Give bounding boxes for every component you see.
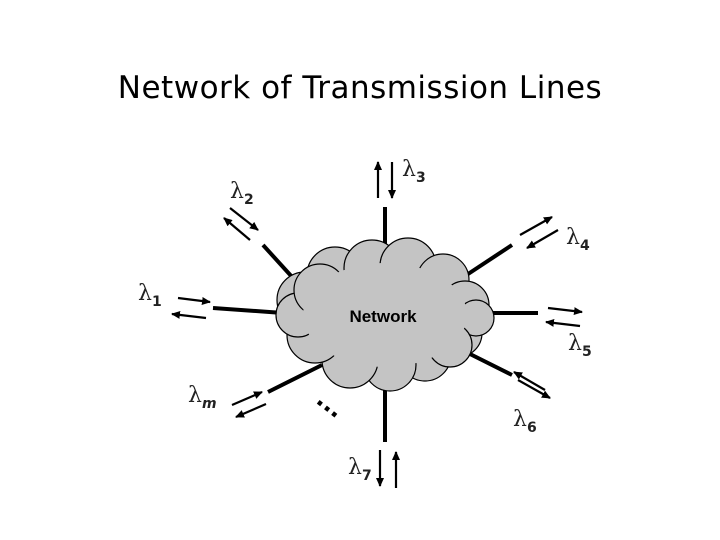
port-label-2: λ2 (230, 179, 254, 208)
arrow-4-out (526, 229, 559, 249)
port-labels: λ1 λ2 λ3 λ4 λ5 λ6 λ7 λm (138, 157, 592, 484)
port-label-1: λ1 (138, 281, 162, 310)
port-label-m: λm (188, 383, 217, 412)
arrow-6-out (513, 371, 546, 391)
arrow-1-out (171, 310, 207, 320)
line-2 (261, 243, 295, 280)
ellipsis: ... (311, 385, 350, 424)
arrow-6-in (517, 379, 551, 399)
line-m (267, 363, 323, 394)
network-cloud (275, 237, 495, 392)
network-label: Network (349, 307, 417, 326)
arrow-1-in (177, 296, 211, 305)
port-label-4: λ4 (566, 225, 590, 254)
arrow-5-in (547, 306, 583, 316)
arrow-5-out (545, 318, 581, 328)
arrow-2-in (229, 207, 259, 231)
port-label-6: λ6 (513, 407, 537, 436)
slide-title: Network of Transmission Lines (117, 70, 603, 106)
arrow-m-in (231, 390, 263, 407)
port-label-5: λ5 (568, 331, 592, 360)
port-label-3: λ3 (402, 157, 426, 186)
line-4 (460, 243, 514, 280)
port-label-7: λ7 (348, 455, 372, 484)
line-1 (212, 306, 284, 315)
arrow-m-out (235, 402, 267, 419)
arrow-4-in (519, 216, 553, 236)
port-arrows (171, 161, 583, 488)
arrow-2-out (223, 217, 251, 241)
